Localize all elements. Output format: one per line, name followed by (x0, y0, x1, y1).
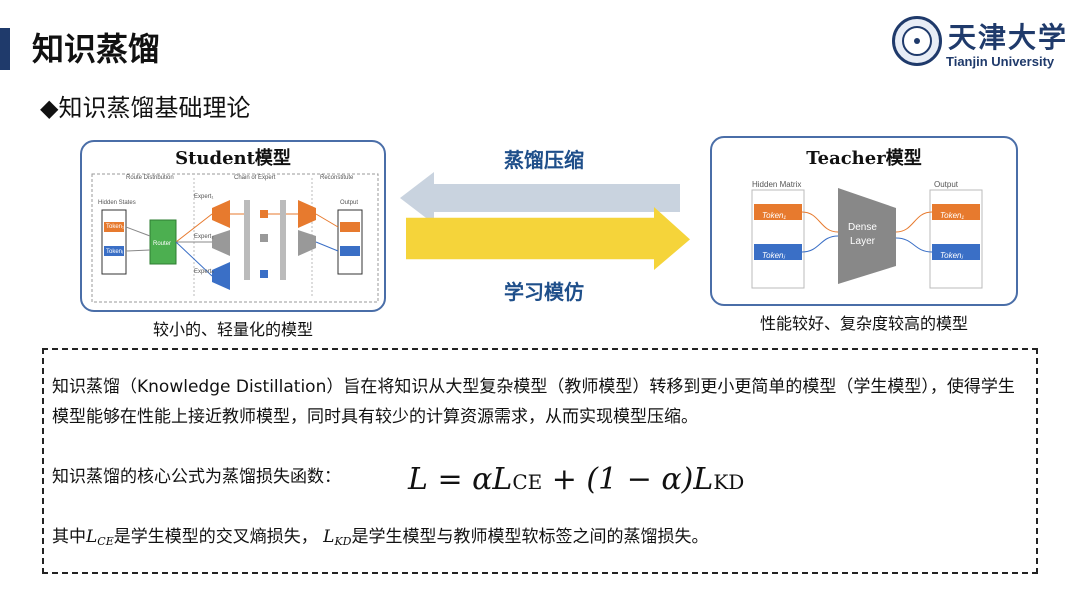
student-hidden-label: Hidden States (98, 200, 136, 206)
distill-arrow (400, 172, 680, 224)
distill-compress-label: 蒸馏压缩 (504, 148, 584, 172)
student-expert-label: Expert₂ (194, 234, 214, 240)
student-stage-label: Reconstitute (320, 175, 354, 181)
student-stage-label: Chain of Expert (234, 175, 276, 181)
distillation-loss-formula: L = αLCE + (1 − α)LKD (408, 462, 745, 497)
student-caption: 较小的、轻量化的模型 (152, 320, 313, 339)
student-expert-label: Expert₁ (194, 194, 214, 200)
teacher-architecture-diagram (751, 188, 983, 289)
teacher-token-label: Token₁ (762, 211, 787, 220)
dense-layer-label: Layer (850, 236, 876, 247)
student-output-label: Output (340, 200, 359, 206)
teacher-output-label: Output (934, 180, 959, 189)
student-model-card: Student模型 Route Distribution Chain of Ex (80, 140, 386, 312)
transfer-arrows (400, 172, 690, 270)
learn-imitate-label: 学习模仿 (504, 280, 584, 304)
teacher-caption: 性能较好、复杂度较高的模型 (759, 314, 968, 333)
title-accent-bar (0, 28, 10, 70)
student-title: Student模型 (175, 148, 291, 169)
loss-explanation: 其中LCE是学生模型的交叉熵损失， LKD是学生模型与教师模型软标签之间的蒸馏损… (52, 527, 709, 548)
student-architecture-diagram (91, 173, 379, 303)
university-logo: 天津大学 Tianjin University (888, 14, 1068, 72)
teacher-model-card: Teacher模型 Hidden Matrix Output Token₁ To… (710, 136, 1018, 306)
formula-intro: 知识蒸馏的核心公式为蒸馏损失函数： (52, 467, 341, 487)
logo-english-name: Tianjin University (946, 54, 1055, 69)
student-token-label: Tokenⱼ (106, 249, 124, 255)
description-box (42, 348, 1038, 574)
logo-chinese-name: 天津大学 (948, 21, 1069, 54)
student-token-label: Token₁ (106, 224, 125, 230)
description-paragraph: 知识蒸馏（Knowledge Distillation）旨在将知识从大型复杂模型… (52, 377, 1015, 427)
teacher-title: Teacher模型 (806, 148, 922, 169)
page-title: 知识蒸馏 (32, 30, 161, 68)
teacher-hidden-label: Hidden Matrix (752, 180, 802, 189)
teacher-token-label: Tokenⱼ (762, 251, 785, 260)
student-expert-label: Expertₙ (194, 269, 214, 275)
learn-arrow (406, 207, 690, 270)
student-router-label: Router (153, 241, 172, 247)
teacher-output-token-label: Token₁ (940, 211, 965, 220)
dense-layer-label: Dense (848, 222, 877, 233)
university-seal-icon (892, 16, 942, 66)
section-heading: ◆知识蒸馏基础理论 (40, 94, 251, 122)
student-stage-label: Route Distribution (126, 175, 174, 181)
teacher-output-token-label: Tokenⱼ (940, 251, 963, 260)
